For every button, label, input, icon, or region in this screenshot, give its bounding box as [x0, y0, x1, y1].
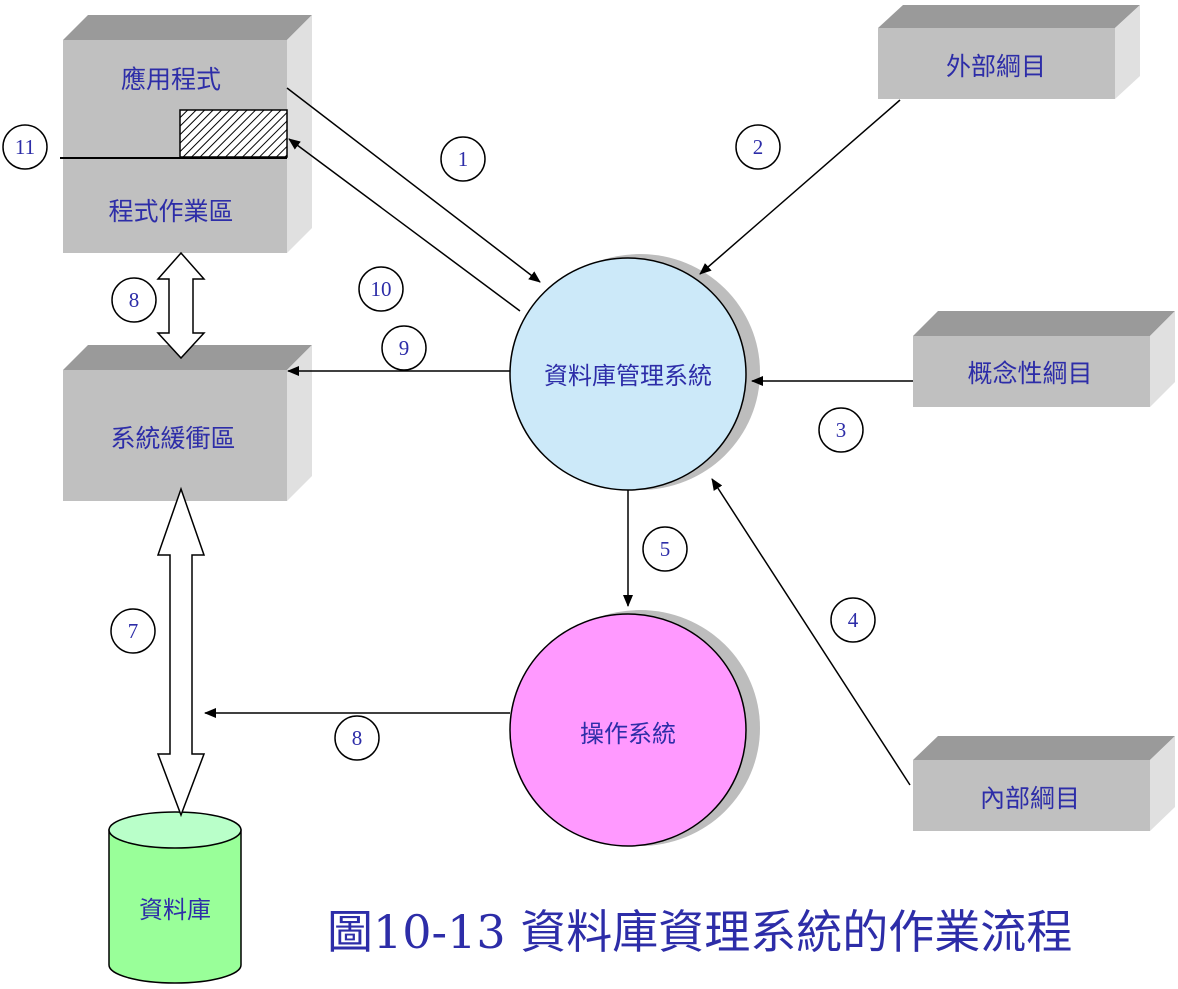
- external-schema-box: 外部綱目: [878, 5, 1140, 99]
- step-4-label: 4: [848, 608, 859, 632]
- internal-schema-label: 內部綱目: [980, 784, 1080, 813]
- hatched-block: [179, 109, 288, 158]
- step-2-label: 2: [753, 135, 764, 159]
- step-7-label: 7: [128, 619, 139, 643]
- os-circle: 操作系統: [509, 610, 760, 847]
- external-schema-label: 外部綱目: [946, 52, 1046, 81]
- conceptual-schema-label: 概念性綱目: [967, 359, 1092, 388]
- step-7-marker: 7: [110, 608, 156, 654]
- arrow-2: [699, 99, 901, 275]
- application-label: 應用程式: [121, 65, 221, 94]
- step-8-marker-top: 8: [111, 277, 157, 323]
- conceptual-schema-box: 概念性綱目: [913, 311, 1175, 407]
- step-9-marker: 9: [381, 325, 427, 371]
- step-9-label: 9: [399, 336, 410, 360]
- internal-schema-box: 內部綱目: [913, 736, 1175, 831]
- step-3-label: 3: [836, 418, 847, 442]
- dbms-circle: 資料庫管理系統: [509, 254, 760, 491]
- buffer-label: 系統緩衝區: [110, 424, 235, 453]
- step-1-label: 1: [458, 147, 469, 171]
- step-5-label: 5: [660, 537, 671, 561]
- step-markers: 1 2 3 4 5 7 8 8: [2, 124, 876, 761]
- step-3-marker: 3: [818, 407, 864, 453]
- arrow-10: [288, 138, 521, 312]
- arrow-1: [286, 87, 541, 283]
- step-5-marker: 5: [642, 526, 688, 572]
- buffer-box: 系統緩衝區: [63, 345, 312, 501]
- step-8-label-bottom: 8: [352, 726, 363, 750]
- step-11-label: 11: [15, 135, 35, 159]
- step-10-label: 10: [371, 277, 392, 301]
- double-arrow-7: [156, 486, 206, 818]
- step-2-marker: 2: [735, 124, 781, 170]
- application-box: 應用程式 程式作業區: [60, 15, 312, 253]
- arrow-4: [711, 478, 911, 786]
- database-cylinder: 資料庫: [108, 811, 242, 984]
- step-11-marker: 11: [2, 124, 48, 170]
- step-10-marker: 10: [358, 266, 404, 312]
- work-area-label: 程式作業區: [108, 197, 233, 226]
- flow-arrows: [156, 87, 913, 818]
- step-8-label-top: 8: [129, 288, 140, 312]
- step-1-marker: 1: [440, 136, 486, 182]
- step-8-marker-bottom: 8: [334, 715, 380, 761]
- database-label: 資料庫: [139, 896, 211, 924]
- step-4-marker: 4: [830, 597, 876, 643]
- figure-title: 圖10-13 資料庫資理系統的作業流程: [327, 905, 1072, 959]
- double-arrow-8: [156, 251, 206, 360]
- dbms-label: 資料庫管理系統: [544, 362, 712, 390]
- os-label: 操作系統: [580, 720, 676, 748]
